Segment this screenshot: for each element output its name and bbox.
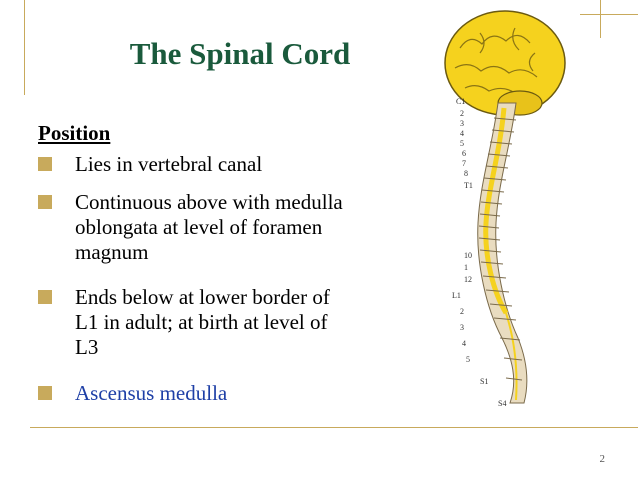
frame-bottom-rule bbox=[30, 427, 638, 428]
page-number: 2 bbox=[599, 453, 606, 465]
bullet-text: Ends below at lower border of L1 in adul… bbox=[75, 285, 405, 360]
spinal-cord bbox=[483, 107, 509, 315]
label-12: 12 bbox=[464, 275, 472, 284]
label-2: 2 bbox=[460, 109, 464, 118]
bullet-line: L3 bbox=[75, 335, 99, 359]
bullet-text: Continuous above with medulla oblongata … bbox=[75, 190, 405, 265]
label-l1: L1 bbox=[452, 291, 461, 300]
bullet-line: Continuous above with medulla bbox=[75, 190, 343, 214]
slide-title: The Spinal Cord bbox=[129, 36, 351, 71]
bullet-line: oblongata at level of foramen bbox=[75, 215, 323, 239]
label-2b: 2 bbox=[460, 307, 464, 316]
bullet-line: L1 in adult; at birth at level of bbox=[75, 310, 328, 334]
ascensus-medulla-link[interactable]: Ascensus medulla bbox=[75, 381, 228, 405]
frame-right-top-rule bbox=[580, 14, 638, 15]
label-s1: S1 bbox=[480, 377, 488, 386]
bullet-marker bbox=[38, 195, 52, 209]
label-8: 8 bbox=[464, 169, 468, 178]
bullet-line: Ends below at lower border of bbox=[75, 285, 330, 309]
brain-folds bbox=[454, 27, 538, 94]
label-5: 5 bbox=[460, 139, 464, 148]
label-c1: C1 bbox=[456, 97, 465, 106]
bullet-marker bbox=[38, 157, 52, 171]
cauda-equina bbox=[505, 312, 518, 401]
bullet-marker bbox=[38, 386, 52, 400]
section-heading: Position bbox=[38, 121, 111, 145]
label-4: 4 bbox=[460, 129, 464, 138]
label-7: 7 bbox=[462, 159, 466, 168]
label-3: 3 bbox=[460, 119, 464, 128]
frame-left-rule bbox=[24, 0, 25, 95]
label-10: 10 bbox=[464, 251, 472, 260]
bullet-line: Lies in vertebral canal bbox=[75, 152, 263, 176]
label-6: 6 bbox=[462, 149, 466, 158]
spinal-cord-illustration: C1 2 3 4 5 6 7 8 T1 10 1 12 L1 2 3 4 5 S… bbox=[444, 10, 566, 408]
bullet-marker bbox=[38, 290, 52, 304]
frame-top-rule bbox=[600, 0, 601, 38]
bullet-line: magnum bbox=[75, 240, 149, 264]
label-4b: 4 bbox=[462, 339, 466, 348]
vertebra-ticks bbox=[478, 117, 523, 381]
label-3b: 3 bbox=[460, 323, 464, 332]
label-t1: T1 bbox=[464, 181, 473, 190]
label-s4: S4 bbox=[498, 399, 506, 408]
bullet-text: Lies in vertebral canal bbox=[75, 152, 405, 177]
label-5b: 5 bbox=[466, 355, 470, 364]
bullet-text-link[interactable]: Ascensus medulla bbox=[75, 381, 405, 406]
label-1: 1 bbox=[464, 263, 468, 272]
